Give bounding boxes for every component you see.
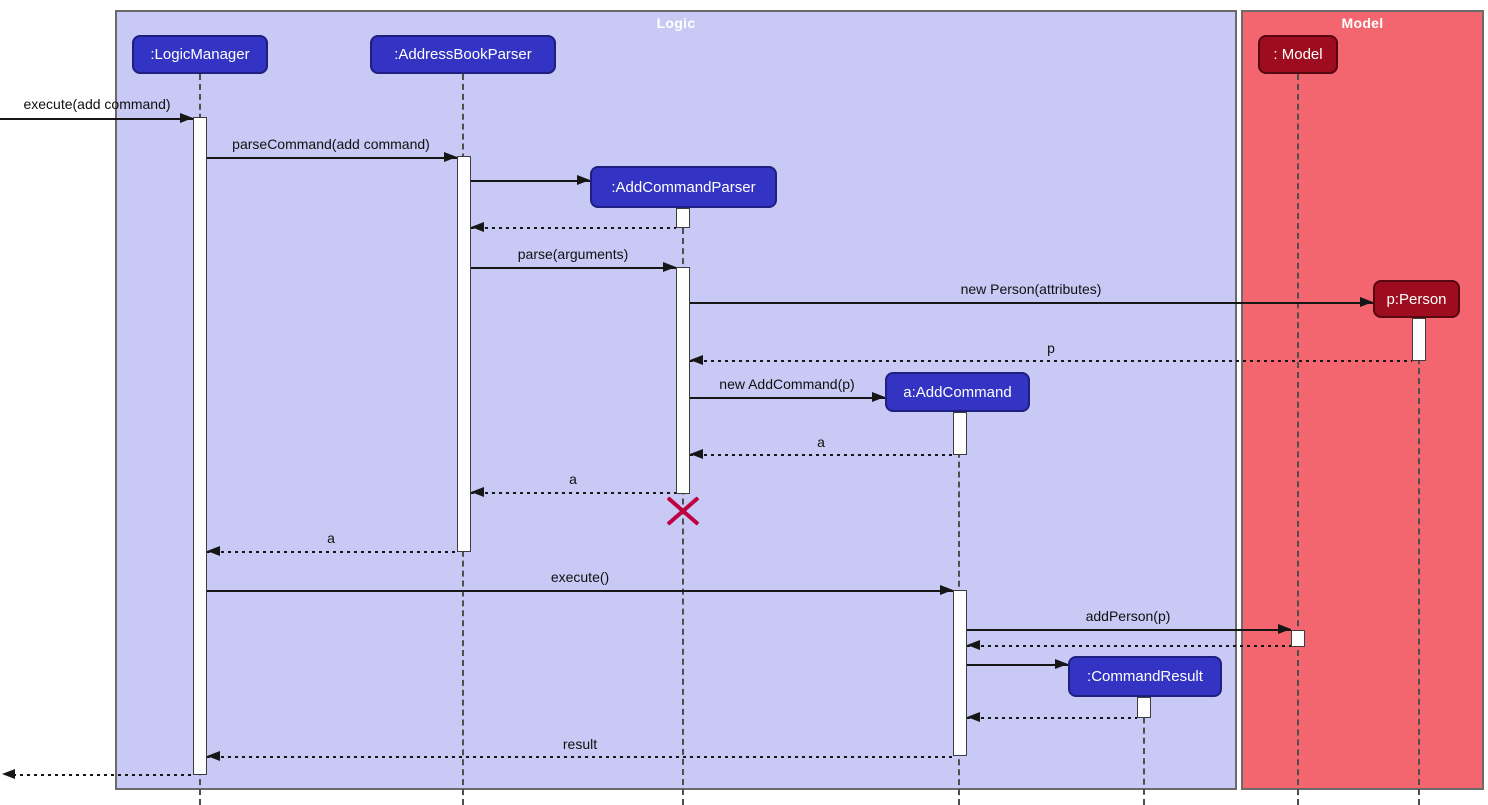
participant-address-book-parser: :AddressBookParser <box>370 35 556 74</box>
return-a-to-parser-arrowhead-icon <box>690 449 703 459</box>
new-person-arrowhead-icon <box>1360 297 1373 307</box>
participant-person-label: p:Person <box>1386 290 1447 308</box>
execute-label: execute() <box>550 569 610 585</box>
logic-frame-title: Logic <box>656 15 696 31</box>
participant-add-command-label: a:AddCommand <box>903 383 1012 401</box>
return-a-to-abp-line <box>471 492 676 494</box>
return-to-caller-arrowhead-icon <box>2 769 15 779</box>
participant-model-label: : Model <box>1273 46 1323 63</box>
parse-command-line <box>207 157 457 159</box>
create-return-line <box>471 227 676 229</box>
return-a-to-lm-arrowhead-icon <box>207 546 220 556</box>
add-command-parser-parse-activation <box>676 267 690 494</box>
execute-add-command-label: execute(add command) <box>23 96 171 112</box>
return-p-label: p <box>1047 340 1055 356</box>
return-result-line <box>207 756 953 758</box>
create-add-command-parser-line <box>471 180 590 182</box>
participant-person: p:Person <box>1373 280 1460 318</box>
new-person-line <box>690 302 1373 304</box>
new-add-command-arrowhead-icon <box>872 392 885 402</box>
create-return-arrowhead-icon <box>471 222 484 232</box>
new-add-command-line <box>690 397 885 399</box>
model-frame: Model <box>1241 10 1484 790</box>
create-command-result-line <box>967 664 1068 666</box>
return-a-to-lm-line <box>207 551 457 553</box>
destroy-marker-icon <box>666 496 700 526</box>
person-activation <box>1412 318 1426 361</box>
participant-model: : Model <box>1258 35 1338 74</box>
participant-address-book-parser-label: :AddressBookParser <box>394 46 532 63</box>
command-result-return-line <box>967 717 1137 719</box>
create-command-result-arrowhead-icon <box>1055 659 1068 669</box>
execute-add-command-line <box>0 118 193 120</box>
participant-command-result-label: :CommandResult <box>1087 668 1203 685</box>
return-p-arrowhead-icon <box>690 355 703 365</box>
return-result-label: result <box>562 736 598 752</box>
parse-command-arrowhead-icon <box>444 152 457 162</box>
return-a-to-abp-label: a <box>569 471 577 487</box>
add-person-return-arrowhead-icon <box>967 640 980 650</box>
add-person-label: addPerson(p) <box>1085 608 1171 624</box>
participant-add-command-parser: :AddCommandParser <box>590 166 777 208</box>
add-person-arrowhead-icon <box>1278 624 1291 634</box>
participant-logic-manager: :LogicManager <box>132 35 268 74</box>
return-a-to-abp-arrowhead-icon <box>471 487 484 497</box>
add-command-execute-activation <box>953 590 967 756</box>
command-result-lifeline <box>1143 697 1145 805</box>
execute-arrowhead-icon <box>940 585 953 595</box>
add-person-return-line <box>967 645 1291 647</box>
add-command-parser-create-activation <box>676 208 690 228</box>
participant-add-command: a:AddCommand <box>885 372 1030 412</box>
return-p-line <box>690 360 1412 362</box>
create-add-command-parser-arrowhead-icon <box>577 175 590 185</box>
return-a-to-lm-label: a <box>327 530 335 546</box>
parse-command-label: parseCommand(add command) <box>232 136 430 152</box>
participant-command-result: :CommandResult <box>1068 656 1222 697</box>
add-command-create-activation <box>953 412 967 455</box>
execute-add-command-arrowhead-icon <box>180 113 193 123</box>
new-add-command-label: new AddCommand(p) <box>719 376 855 392</box>
command-result-activation <box>1137 697 1151 718</box>
participant-logic-manager-label: :LogicManager <box>150 46 250 63</box>
model-lifeline <box>1297 74 1299 805</box>
parse-arguments-line <box>471 267 676 269</box>
execute-line <box>207 590 953 592</box>
return-a-to-parser-line <box>690 454 953 456</box>
return-result-arrowhead-icon <box>207 751 220 761</box>
parse-arguments-arrowhead-icon <box>663 262 676 272</box>
address-book-parser-activation <box>457 156 471 552</box>
return-a-to-parser-label: a <box>817 434 825 450</box>
model-frame-title: Model <box>1341 15 1384 31</box>
model-activation <box>1291 630 1305 647</box>
add-person-line <box>967 629 1291 631</box>
return-to-caller-line <box>13 774 193 776</box>
participant-add-command-parser-label: :AddCommandParser <box>611 178 756 196</box>
logic-manager-activation <box>193 117 207 775</box>
person-lifeline <box>1418 318 1420 805</box>
parse-arguments-label: parse(arguments) <box>517 246 629 262</box>
new-person-label: new Person(attributes) <box>960 281 1102 297</box>
command-result-return-arrowhead-icon <box>967 712 980 722</box>
